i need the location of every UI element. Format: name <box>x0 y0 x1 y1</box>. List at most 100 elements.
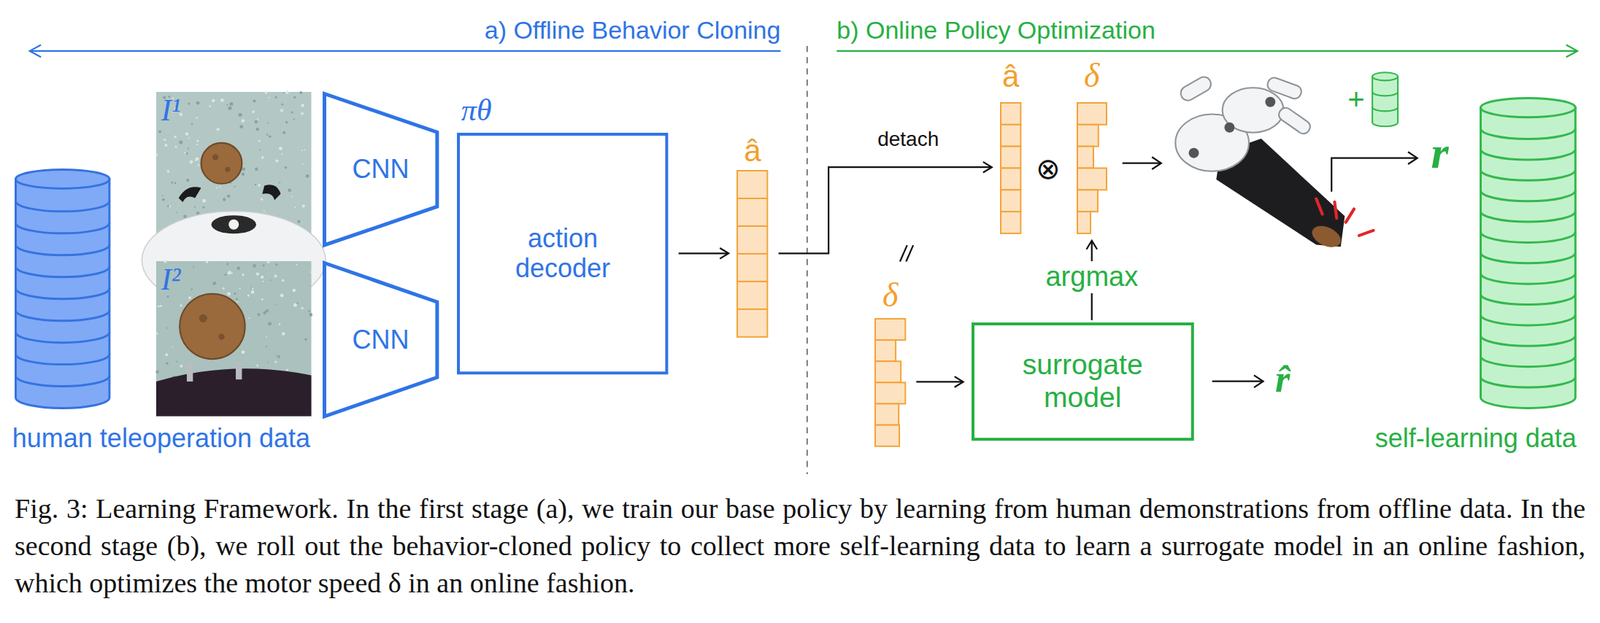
speckle <box>166 327 168 330</box>
speckle <box>267 121 269 124</box>
speckle <box>293 302 298 307</box>
speckle <box>222 287 225 290</box>
small-database <box>1372 72 1398 127</box>
box-label: action decoder <box>489 223 636 284</box>
speckle <box>226 262 229 265</box>
speckle <box>163 259 167 263</box>
robot-finger <box>1265 75 1303 100</box>
speckle <box>233 186 236 188</box>
speckle <box>164 353 168 357</box>
speckle <box>216 186 218 189</box>
stage-arrow-head <box>29 44 41 57</box>
vector-label: δ <box>1083 56 1100 96</box>
encoder-label: CNN <box>351 324 409 355</box>
speckle <box>155 332 158 336</box>
arrow-head <box>1408 151 1418 165</box>
photo-ground <box>156 261 311 417</box>
speckle <box>166 170 170 173</box>
edge-label: argmax <box>1042 261 1141 294</box>
db-ring <box>15 354 109 365</box>
speckle <box>255 127 259 131</box>
speckle <box>256 272 260 276</box>
speckle <box>226 103 228 106</box>
robot-joint <box>1264 97 1276 108</box>
impact-mark <box>1359 230 1374 236</box>
speckle <box>185 152 188 155</box>
robot-finger <box>1178 74 1214 103</box>
speckle <box>297 219 300 223</box>
gripper-grid <box>228 219 239 230</box>
speckle <box>257 183 261 187</box>
arrow-head <box>983 162 992 173</box>
speckle <box>282 91 284 94</box>
speckle <box>241 167 246 171</box>
vector-cell <box>737 309 768 338</box>
speckle <box>290 110 293 114</box>
speckle <box>194 159 198 162</box>
vector-cell <box>1077 167 1107 190</box>
speckle <box>196 101 200 106</box>
impact-mark <box>1334 202 1337 219</box>
vector-label: â <box>1002 59 1019 95</box>
arrow-head <box>954 376 964 388</box>
speckle <box>159 305 163 308</box>
speckle <box>195 116 198 119</box>
reward-symbol: r̂ <box>1275 357 1290 402</box>
speckle <box>202 205 205 209</box>
speckle <box>175 211 178 214</box>
speckle <box>300 103 304 107</box>
speckle <box>164 143 168 147</box>
speckle <box>270 279 272 282</box>
speckle <box>196 139 199 142</box>
speckle <box>239 124 244 129</box>
speckle <box>308 313 313 317</box>
potato-spot <box>199 314 208 323</box>
speckle <box>300 307 303 310</box>
speckle <box>192 265 195 268</box>
speckle <box>224 273 227 276</box>
speckle <box>264 91 268 95</box>
db-body <box>1481 107 1576 409</box>
speckle <box>265 345 268 348</box>
db-ring <box>15 266 109 277</box>
db-ring <box>1372 91 1398 97</box>
speckle <box>205 260 209 263</box>
db-ring <box>1481 148 1576 160</box>
box-border <box>458 134 667 373</box>
speckle <box>246 294 249 297</box>
speckle <box>170 181 173 184</box>
speckle <box>254 120 257 124</box>
reward-symbol: r <box>1430 127 1449 179</box>
speckle <box>155 370 159 373</box>
vector-cell <box>875 383 906 405</box>
speckle <box>179 304 182 307</box>
db-ring <box>1481 376 1576 388</box>
speckle <box>265 336 268 338</box>
image-label: I² <box>161 262 182 298</box>
speckle <box>188 296 192 300</box>
speckle <box>187 147 190 149</box>
speckle <box>162 197 165 201</box>
speckle <box>235 297 238 300</box>
speckle <box>273 274 277 278</box>
speckle <box>291 195 293 198</box>
speckle <box>301 149 303 152</box>
speckle <box>285 121 288 124</box>
speckle <box>186 178 190 182</box>
speckle <box>281 103 284 106</box>
detach-mark <box>905 245 914 262</box>
speckle <box>202 199 206 203</box>
speckle <box>260 197 264 201</box>
vector-cell <box>737 281 768 310</box>
speckle <box>304 337 307 341</box>
speckle <box>168 205 171 209</box>
speckle <box>175 361 178 363</box>
speckle <box>239 288 241 290</box>
speckle <box>277 355 281 359</box>
arrow-line <box>1331 158 1417 192</box>
speckle <box>258 140 261 143</box>
speckle <box>252 99 256 103</box>
db-ring <box>1481 252 1576 264</box>
vector-cell <box>875 361 901 383</box>
